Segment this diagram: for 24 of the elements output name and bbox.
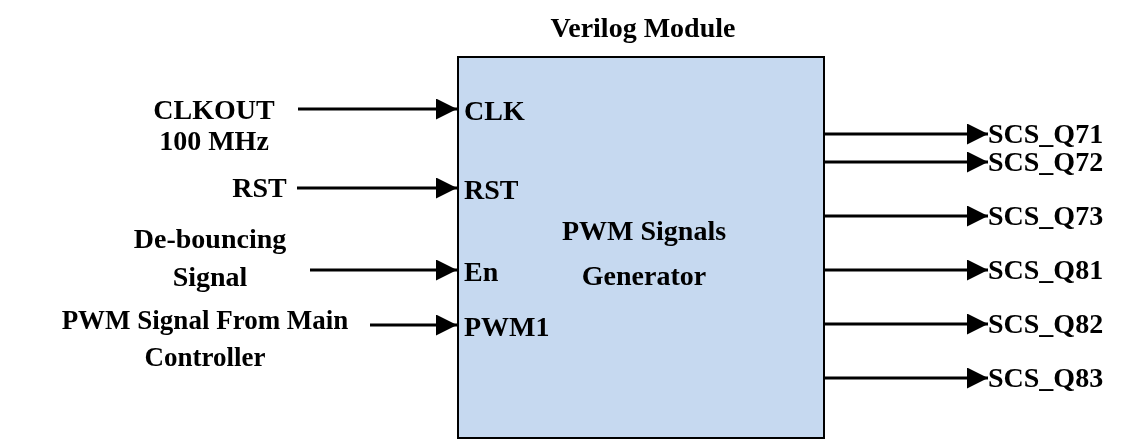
arrow [310, 259, 457, 281]
signal-label: PWM Signal From Main Controller [40, 302, 370, 376]
signal-label: SCS_Q73 [988, 200, 1128, 232]
port-label: CLK [464, 95, 525, 126]
block-label: PWM Signals Generator [560, 214, 728, 293]
signal-label: De-bouncing Signal [110, 220, 310, 296]
module-title: Verilog Module [549, 12, 737, 43]
signal-label: CLKOUT 100 MHz [130, 94, 298, 156]
port-label: PWM1 [464, 311, 550, 342]
arrow [825, 205, 988, 227]
arrow [825, 313, 988, 335]
arrow [297, 177, 457, 199]
arrow [825, 259, 988, 281]
signal-label: SCS_Q83 [988, 362, 1128, 394]
signal-label: SCS_Q81 [988, 254, 1128, 286]
arrow [825, 151, 988, 173]
arrow [825, 367, 988, 389]
signal-label: SCS_Q82 [988, 308, 1128, 340]
port-label: En [464, 256, 499, 287]
arrow [825, 123, 988, 145]
port-label: RST [464, 174, 519, 205]
arrow [298, 98, 457, 120]
signal-label: RST [222, 172, 297, 204]
arrow [370, 314, 457, 336]
